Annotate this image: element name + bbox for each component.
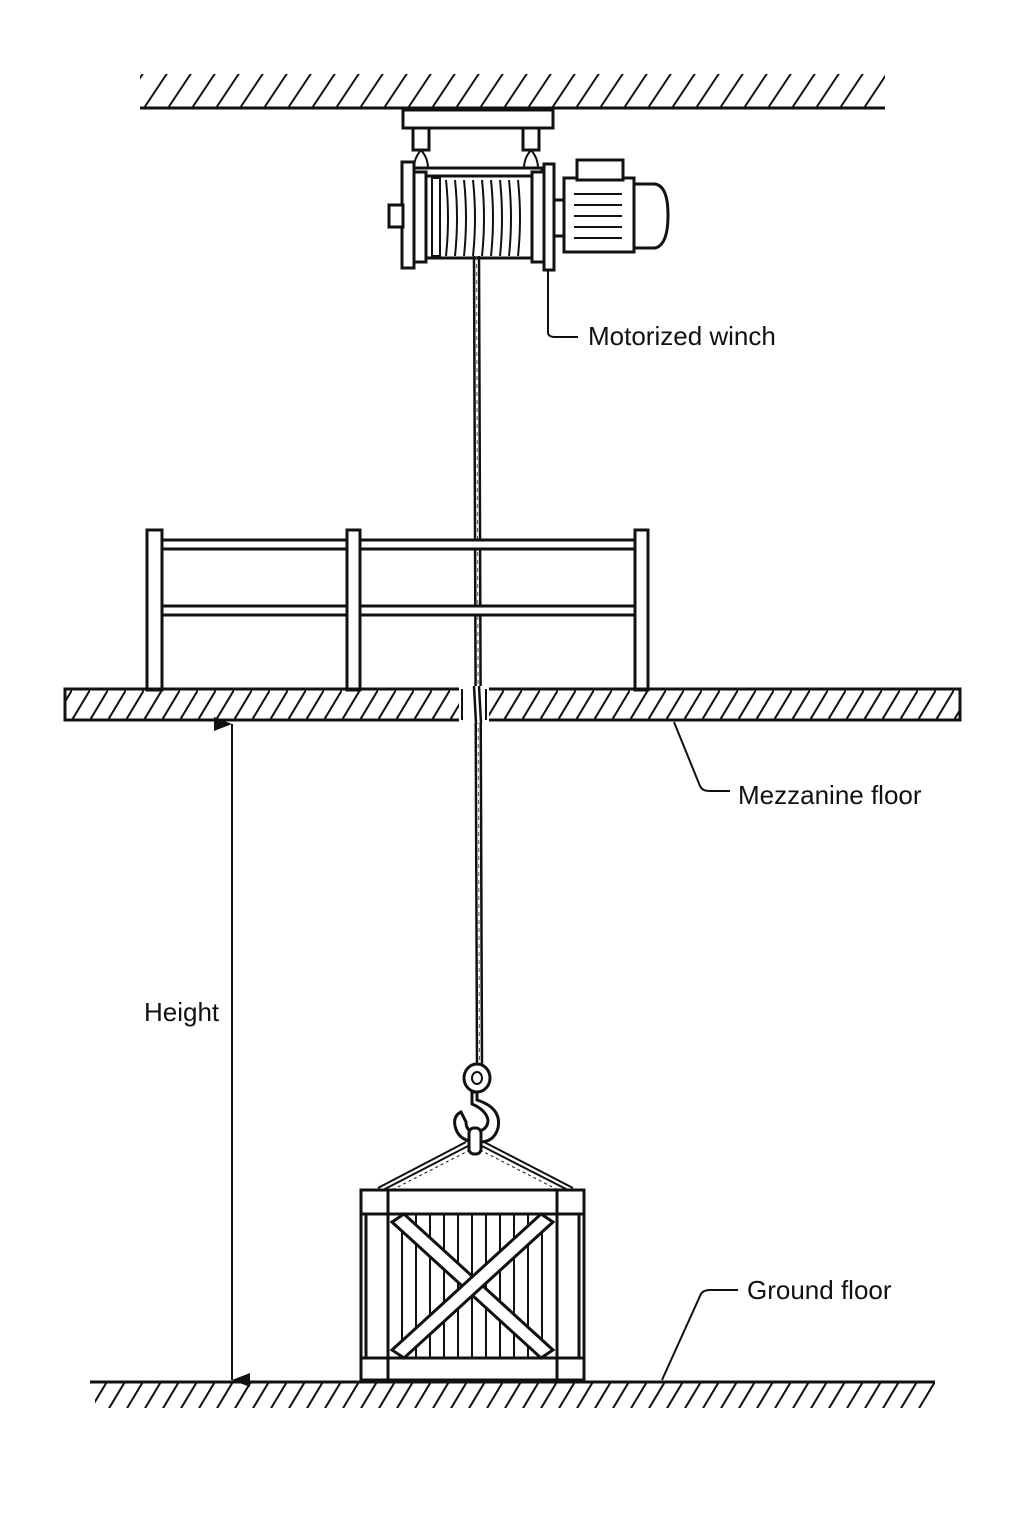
winch-leader-line — [547, 270, 578, 338]
mezzanine-label: Mezzanine floor — [738, 780, 922, 810]
mezzanine-floor — [63, 685, 962, 724]
height-label: Height — [144, 997, 220, 1027]
winch-label: Motorized winch — [588, 321, 776, 351]
ground-label: Ground floor — [747, 1275, 892, 1305]
crate-slings — [377, 1141, 574, 1193]
ground-floor — [85, 1380, 945, 1422]
lifting-hook — [453, 1062, 501, 1156]
mezzanine-leader-line — [673, 721, 730, 792]
wooden-crate — [359, 1188, 586, 1382]
ceiling — [130, 60, 900, 110]
rope-coils — [445, 179, 521, 257]
mezzanine-railing — [145, 528, 650, 692]
ground-leader-line — [661, 1289, 738, 1381]
lifting-rope — [472, 255, 484, 1069]
motorized-winch — [387, 108, 670, 272]
